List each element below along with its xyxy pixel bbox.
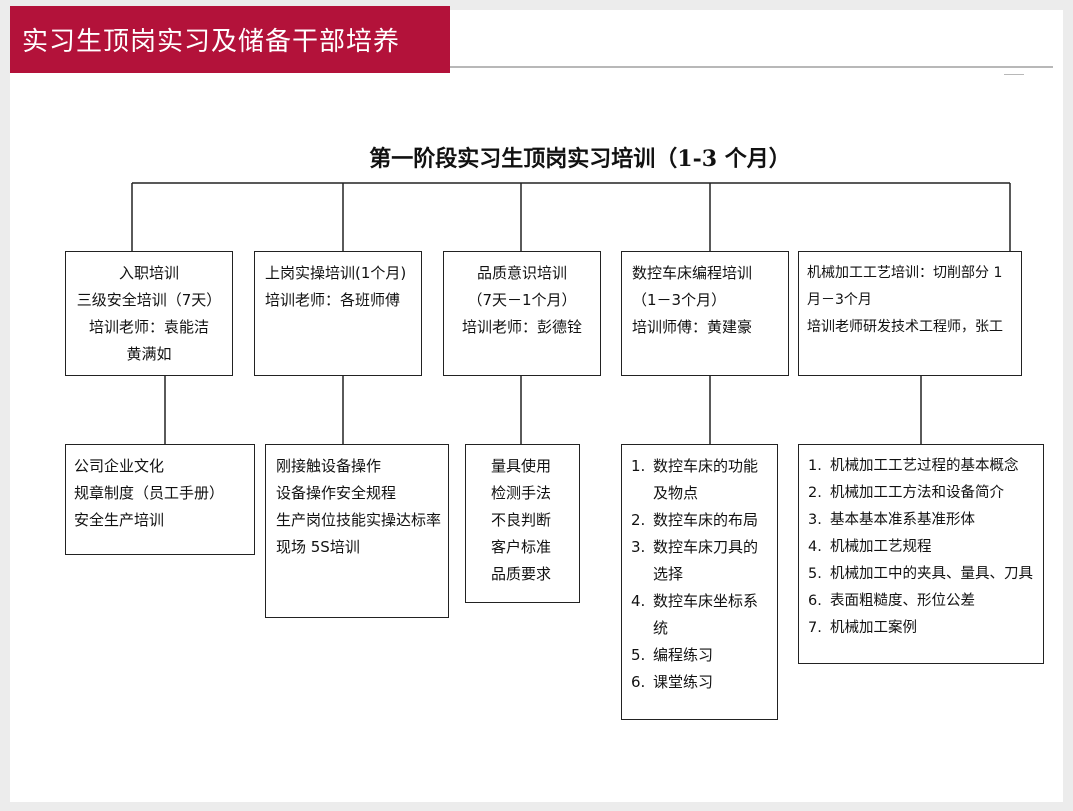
item-text: 机械加工中的夹具、量具、刀具 xyxy=(830,566,1033,582)
box-line: 培训老师：袁能洁 xyxy=(88,318,209,336)
box-line: （7天－1个月） xyxy=(467,291,577,309)
item-number: 4. xyxy=(808,539,822,555)
box-line: 生产岗位技能实操达标率 xyxy=(276,511,442,529)
item-text: 课堂练习 xyxy=(653,673,714,691)
detail-box-onboarding: 公司企业文化 规章制度（员工手册） 安全生产培训 xyxy=(65,444,255,555)
item-number: 4. xyxy=(631,592,646,610)
item-number: 7. xyxy=(808,620,822,636)
item-text: 数控车床坐标系 xyxy=(653,592,759,610)
slide-canvas xyxy=(10,10,1063,802)
box-line: 不良判断 xyxy=(491,511,552,529)
box-line: 三级安全培训（7天） xyxy=(76,291,222,309)
item-number: 5. xyxy=(631,646,646,664)
item-text: 机械加工艺规程 xyxy=(830,539,932,555)
stage-box-quality: 品质意识培训 （7天－1个月） 培训老师：彭德铨 xyxy=(443,251,601,376)
box-line: （1－3个月） xyxy=(632,291,727,309)
box-line: 设备操作安全规程 xyxy=(276,484,397,502)
detail-box-practical: 刚接触设备操作 设备操作安全规程 生产岗位技能实操达标率 现场 5S培训 xyxy=(265,444,449,618)
box-line: 上岗实操培训(1个月) xyxy=(265,264,407,282)
item-text: 及物点 xyxy=(653,484,699,502)
box-line: 量具使用 xyxy=(491,457,552,475)
stage-box-onboarding: 入职培训 三级安全培训（7天） 培训老师：袁能洁 黄满如 xyxy=(65,251,233,376)
box-line: 品质意识培训 xyxy=(476,264,567,282)
diagram-title: 第一阶段实习生顶岗实习培训（1-3 个月） xyxy=(369,146,791,172)
stage-box-cnc: 数控车床编程培训 （1－3个月） 培训师傅：黄建豪 xyxy=(621,251,789,376)
item-text: 机械加工工艺过程的基本概念 xyxy=(830,458,1019,474)
list-item: 4. 数控车床坐标系 统 xyxy=(631,588,777,642)
item-text: 机械加工案例 xyxy=(830,620,917,636)
box-line: 公司企业文化 xyxy=(74,457,165,475)
box-line: 客户标准 xyxy=(491,538,552,556)
stage-box-machining: 机械加工工艺培训：切削部分 1 月－3个月 培训老师研发技术工程师，张工 xyxy=(798,251,1022,376)
stage-box-practical: 上岗实操培训(1个月) 培训老师：各班师傅 xyxy=(254,251,422,376)
list-item: 3. 基本基本准系基准形体 xyxy=(808,507,1043,534)
list-item: 1. 机械加工工艺过程的基本概念 xyxy=(808,453,1043,480)
item-text: 选择 xyxy=(653,565,684,583)
box-line: 刚接触设备操作 xyxy=(276,457,382,475)
item-number: 3. xyxy=(808,512,822,528)
list-item: 1. 数控车床的功能 及物点 xyxy=(631,453,777,507)
item-number: 1. xyxy=(631,457,646,475)
list-item: 7. 机械加工案例 xyxy=(808,615,1043,642)
header-divider xyxy=(450,66,1053,68)
box-line: 数控车床编程培训 xyxy=(632,264,753,282)
item-number: 6. xyxy=(631,673,646,691)
detail-box-cnc: 1. 数控车床的功能 及物点 2. 数控车床的布局 3. 数控车床刀具的 选择 … xyxy=(621,444,778,720)
slide-title-band: 实习生顶岗实习及储备干部培养 xyxy=(10,6,450,73)
box-line: 黄满如 xyxy=(126,345,172,363)
item-text: 机械加工工方法和设备简介 xyxy=(830,485,1004,501)
list-item: 2. 机械加工工方法和设备简介 xyxy=(808,480,1043,507)
item-number: 2. xyxy=(631,511,646,529)
list-item: 4. 机械加工艺规程 xyxy=(808,534,1043,561)
list-item: 3. 数控车床刀具的 选择 xyxy=(631,534,777,588)
item-text: 基本基本准系基准形体 xyxy=(830,512,975,528)
item-number: 2. xyxy=(808,485,822,501)
item-text: 表面粗糙度、形位公差 xyxy=(830,593,975,609)
box-line: 入职培训 xyxy=(118,264,179,282)
item-text: 编程练习 xyxy=(653,646,714,664)
list-item: 6. 课堂练习 xyxy=(631,669,777,696)
box-line: 培训老师：彭德铨 xyxy=(461,318,582,336)
item-number: 6. xyxy=(808,593,822,609)
list-item: 5. 编程练习 xyxy=(631,642,777,669)
box-line: 现场 5S培训 xyxy=(276,538,360,556)
box-line: 培训师傅：黄建豪 xyxy=(632,318,753,336)
item-number: 3. xyxy=(631,538,646,556)
box-line: 规章制度（员工手册） xyxy=(74,484,225,502)
header-corner-mark xyxy=(1004,66,1024,75)
item-text: 统 xyxy=(653,619,669,637)
list-item: 6. 表面粗糙度、形位公差 xyxy=(808,588,1043,615)
box-line: 培训老师研发技术工程师，张工 xyxy=(807,319,1003,335)
slide-title: 实习生顶岗实习及储备干部培养 xyxy=(22,27,401,57)
box-line: 培训老师：各班师傅 xyxy=(265,291,401,309)
list-item: 5. 机械加工中的夹具、量具、刀具 xyxy=(808,561,1043,588)
item-text: 数控车床的布局 xyxy=(653,511,759,529)
detail-box-machining: 1. 机械加工工艺过程的基本概念 2. 机械加工工方法和设备简介 3. 基本基本… xyxy=(798,444,1044,664)
list-item: 2. 数控车床的布局 xyxy=(631,507,777,534)
item-text: 数控车床刀具的 xyxy=(653,538,759,556)
box-line: 安全生产培训 xyxy=(74,511,165,529)
detail-box-quality: 量具使用 检测手法 不良判断 客户标准 品质要求 xyxy=(465,444,580,603)
item-number: 5. xyxy=(808,566,822,582)
item-text: 数控车床的功能 xyxy=(653,457,759,475)
box-line: 月－3个月 xyxy=(807,292,872,308)
box-line: 机械加工工艺培训：切削部分 1 xyxy=(807,265,1003,281)
box-line: 检测手法 xyxy=(491,484,552,502)
item-number: 1. xyxy=(808,458,822,474)
box-line: 品质要求 xyxy=(491,565,552,583)
